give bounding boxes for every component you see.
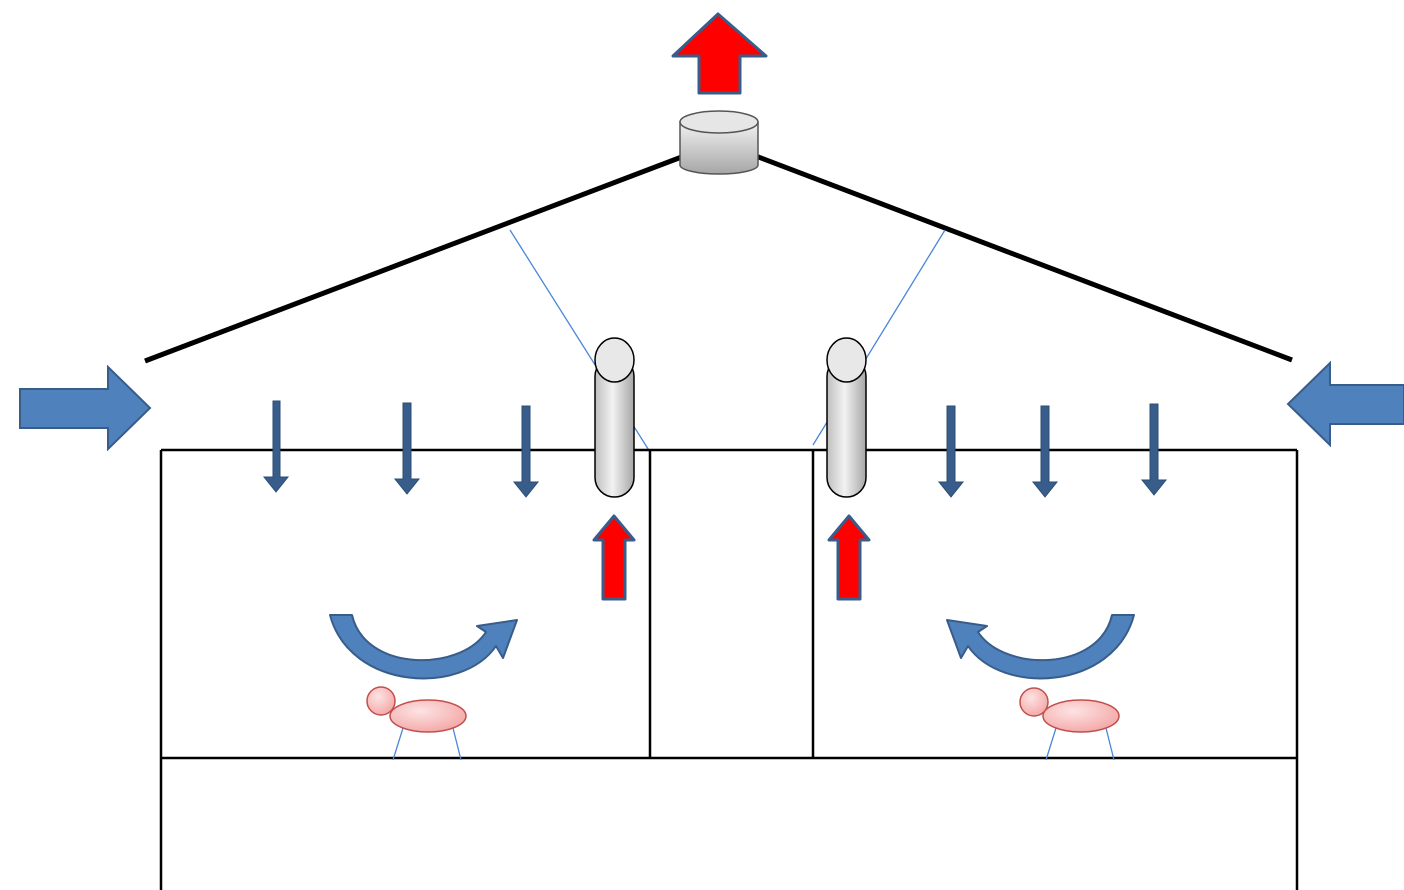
down-arrow-icon: [512, 405, 540, 498]
roof-left-slope: [144, 147, 701, 364]
down-arrow-icon: [393, 402, 421, 495]
circulation-arrow-left: [329, 614, 518, 680]
roof: [144, 147, 1293, 364]
cylinder-fan-icon: [679, 121, 759, 175]
person-body: [389, 699, 467, 733]
up-arrow-icon: [827, 514, 871, 601]
bed-leg: [1045, 727, 1057, 761]
occupant-left: [366, 686, 467, 761]
bed-leg: [392, 727, 404, 761]
down-arrow-icon: [1140, 403, 1168, 496]
down-arrow-icon: [262, 400, 290, 493]
fan-top: [679, 110, 759, 134]
exhaust-duct-left: [594, 337, 635, 498]
up-arrow-icon: [592, 514, 636, 601]
inlet-arrow-left: [19, 364, 152, 452]
curved-arrow-icon: [329, 614, 518, 680]
bed-leg: [452, 727, 462, 761]
duct-top: [826, 337, 867, 383]
roof-exhaust-arrow: [671, 12, 768, 95]
exhaust-duct-right: [826, 337, 867, 498]
occupant-right: [1019, 687, 1120, 761]
up-arrow-icon: [671, 12, 768, 95]
bed-leg: [1105, 727, 1115, 761]
down-arrow-icon: [1031, 405, 1059, 498]
duct-exhaust-arrows: [592, 514, 871, 601]
roof-right-slope: [739, 147, 1293, 363]
inlet-arrow-right: [1286, 360, 1404, 448]
building: [159, 448, 1299, 890]
horizontal-arrow-icon: [1286, 360, 1404, 448]
circulation-arrow-right: [946, 614, 1135, 680]
horizontal-arrow-icon: [19, 364, 152, 452]
down-arrow-icon: [937, 405, 965, 498]
duct-hangers: [509, 229, 946, 453]
person-lying-icon: [366, 686, 396, 716]
person-body: [1042, 699, 1120, 733]
person-lying-icon: [1019, 687, 1049, 717]
supply-arrows: [262, 400, 1168, 498]
curved-arrow-icon: [946, 614, 1135, 680]
duct-top: [594, 337, 635, 383]
roof-exhaust-fan: [679, 110, 759, 175]
